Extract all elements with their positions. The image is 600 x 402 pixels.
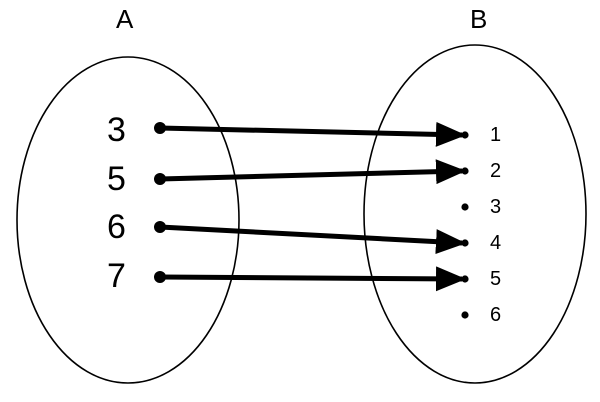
set-b-element-3: 3 — [490, 196, 502, 218]
set-b-element-6: 6 — [490, 304, 502, 326]
set-a-element-5: 5 — [107, 160, 126, 198]
set-b-element-2: 2 — [490, 160, 502, 182]
arrow-7-to-5 — [159, 266, 466, 292]
set-b-element-1: 1 — [490, 124, 502, 146]
set-a-element-6: 6 — [107, 208, 126, 246]
set-b-oval — [363, 44, 587, 384]
set-b-dot-3 — [461, 203, 469, 211]
set-a-oval — [16, 56, 240, 384]
set-b-dot-4 — [461, 239, 469, 247]
set-a-label: A — [116, 4, 134, 34]
set-a-element-7: 7 — [107, 257, 126, 295]
set-b-dot-5 — [461, 275, 469, 283]
arrow-3-to-1 — [159, 121, 466, 147]
set-b-element-4: 4 — [490, 232, 502, 254]
set-b-element-5: 5 — [490, 268, 502, 290]
set-b-dot-1 — [461, 131, 469, 139]
set-b-label: B — [470, 4, 488, 34]
arrow-5-to-2 — [159, 159, 466, 185]
set-b-dot-2 — [461, 167, 469, 175]
set-b-dot-6 — [461, 311, 469, 319]
arrow-6-to-4 — [159, 224, 466, 255]
set-a-element-3: 3 — [107, 111, 126, 149]
